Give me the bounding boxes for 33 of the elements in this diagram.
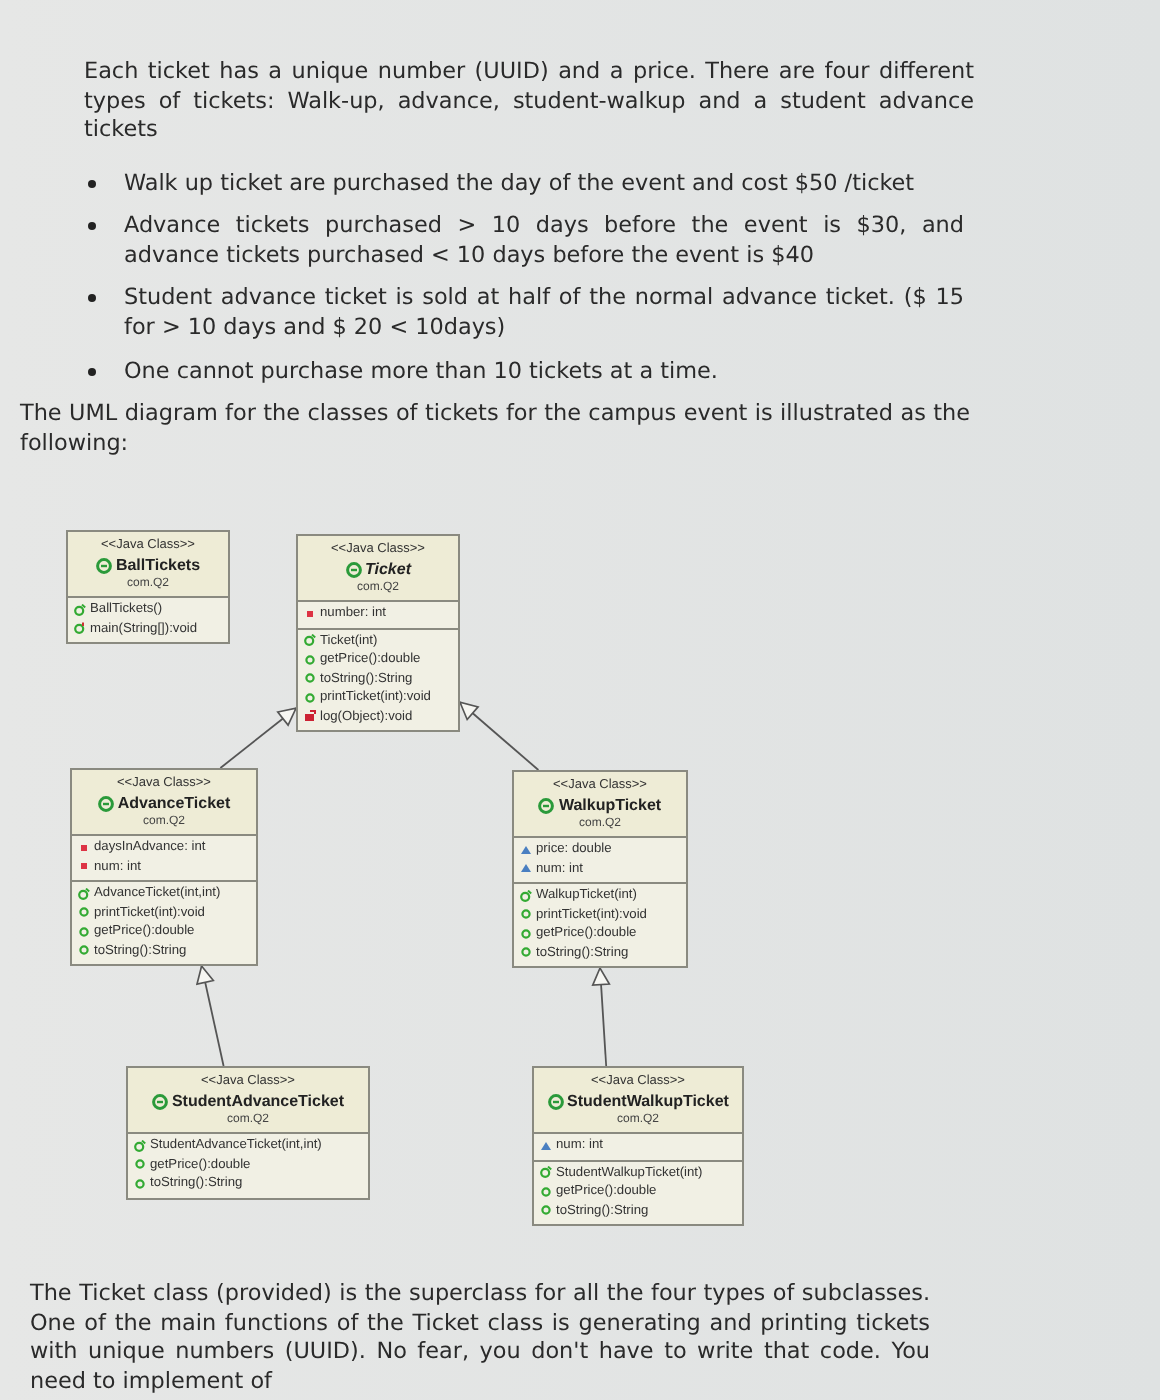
bullet-item: Advance tickets purchased > 10 days before the event is $30, and advance tickets purchased < 10 days before the event is $40 [124, 212, 964, 270]
class-compartment [514, 882, 686, 966]
class-box [70, 768, 258, 966]
inheritance-arrow [196, 965, 225, 1067]
bullet-item: Student advance ticket is sold at half of the normal advance ticket. ($ 15 for > 10 days and $ 20 < 10days) [124, 284, 964, 342]
class-name: StudentWalkupTicket [567, 1090, 729, 1112]
class-box [512, 770, 688, 968]
class-compartment [534, 1132, 742, 1159]
class-box [66, 530, 230, 644]
class-box [532, 1066, 744, 1226]
inheritance-arrow [219, 707, 297, 769]
paragraph: Each ticket has a unique number (UUID) and a price. There are four different types of tickets: Walk-up, advance, student-walkup and a student advance tickets [84, 58, 974, 145]
class-compartment [68, 596, 228, 642]
class-compartment [298, 600, 458, 627]
class-compartment [298, 627, 458, 730]
class-compartment [514, 836, 686, 882]
class-name: WalkupTicket [558, 794, 662, 816]
bullet-item: Walk up ticket are purchased the day of the event and cost $50 /ticket [124, 170, 917, 199]
bullet-item: One cannot purchase more than 10 tickets at a time. [124, 358, 720, 387]
class-compartment [534, 1159, 742, 1224]
class-compartment [128, 1132, 368, 1197]
inheritance-arrow [459, 701, 540, 771]
class-box [296, 534, 460, 732]
inheritance-arrow [591, 967, 611, 1067]
class-name: BallTickets [115, 554, 201, 576]
class-compartment [72, 880, 256, 964]
class-name: AdvanceTicket [117, 792, 231, 814]
class-compartment [72, 834, 256, 880]
class-name: StudentAdvanceTicket [171, 1090, 345, 1112]
class-name: Ticket [365, 558, 411, 580]
paragraph: The UML diagram for the classes of tickets for the campus event is illustrated as the following: [20, 400, 970, 458]
class-box [126, 1066, 370, 1199]
paragraph: The Ticket class (provided) is the superclass for all the four types of subclasses. One of the main functions of the Ticket class is generating and printing tickets with unique numbers (UUID). No fear, you don't have to write that code. You need to implement of [30, 1280, 930, 1396]
